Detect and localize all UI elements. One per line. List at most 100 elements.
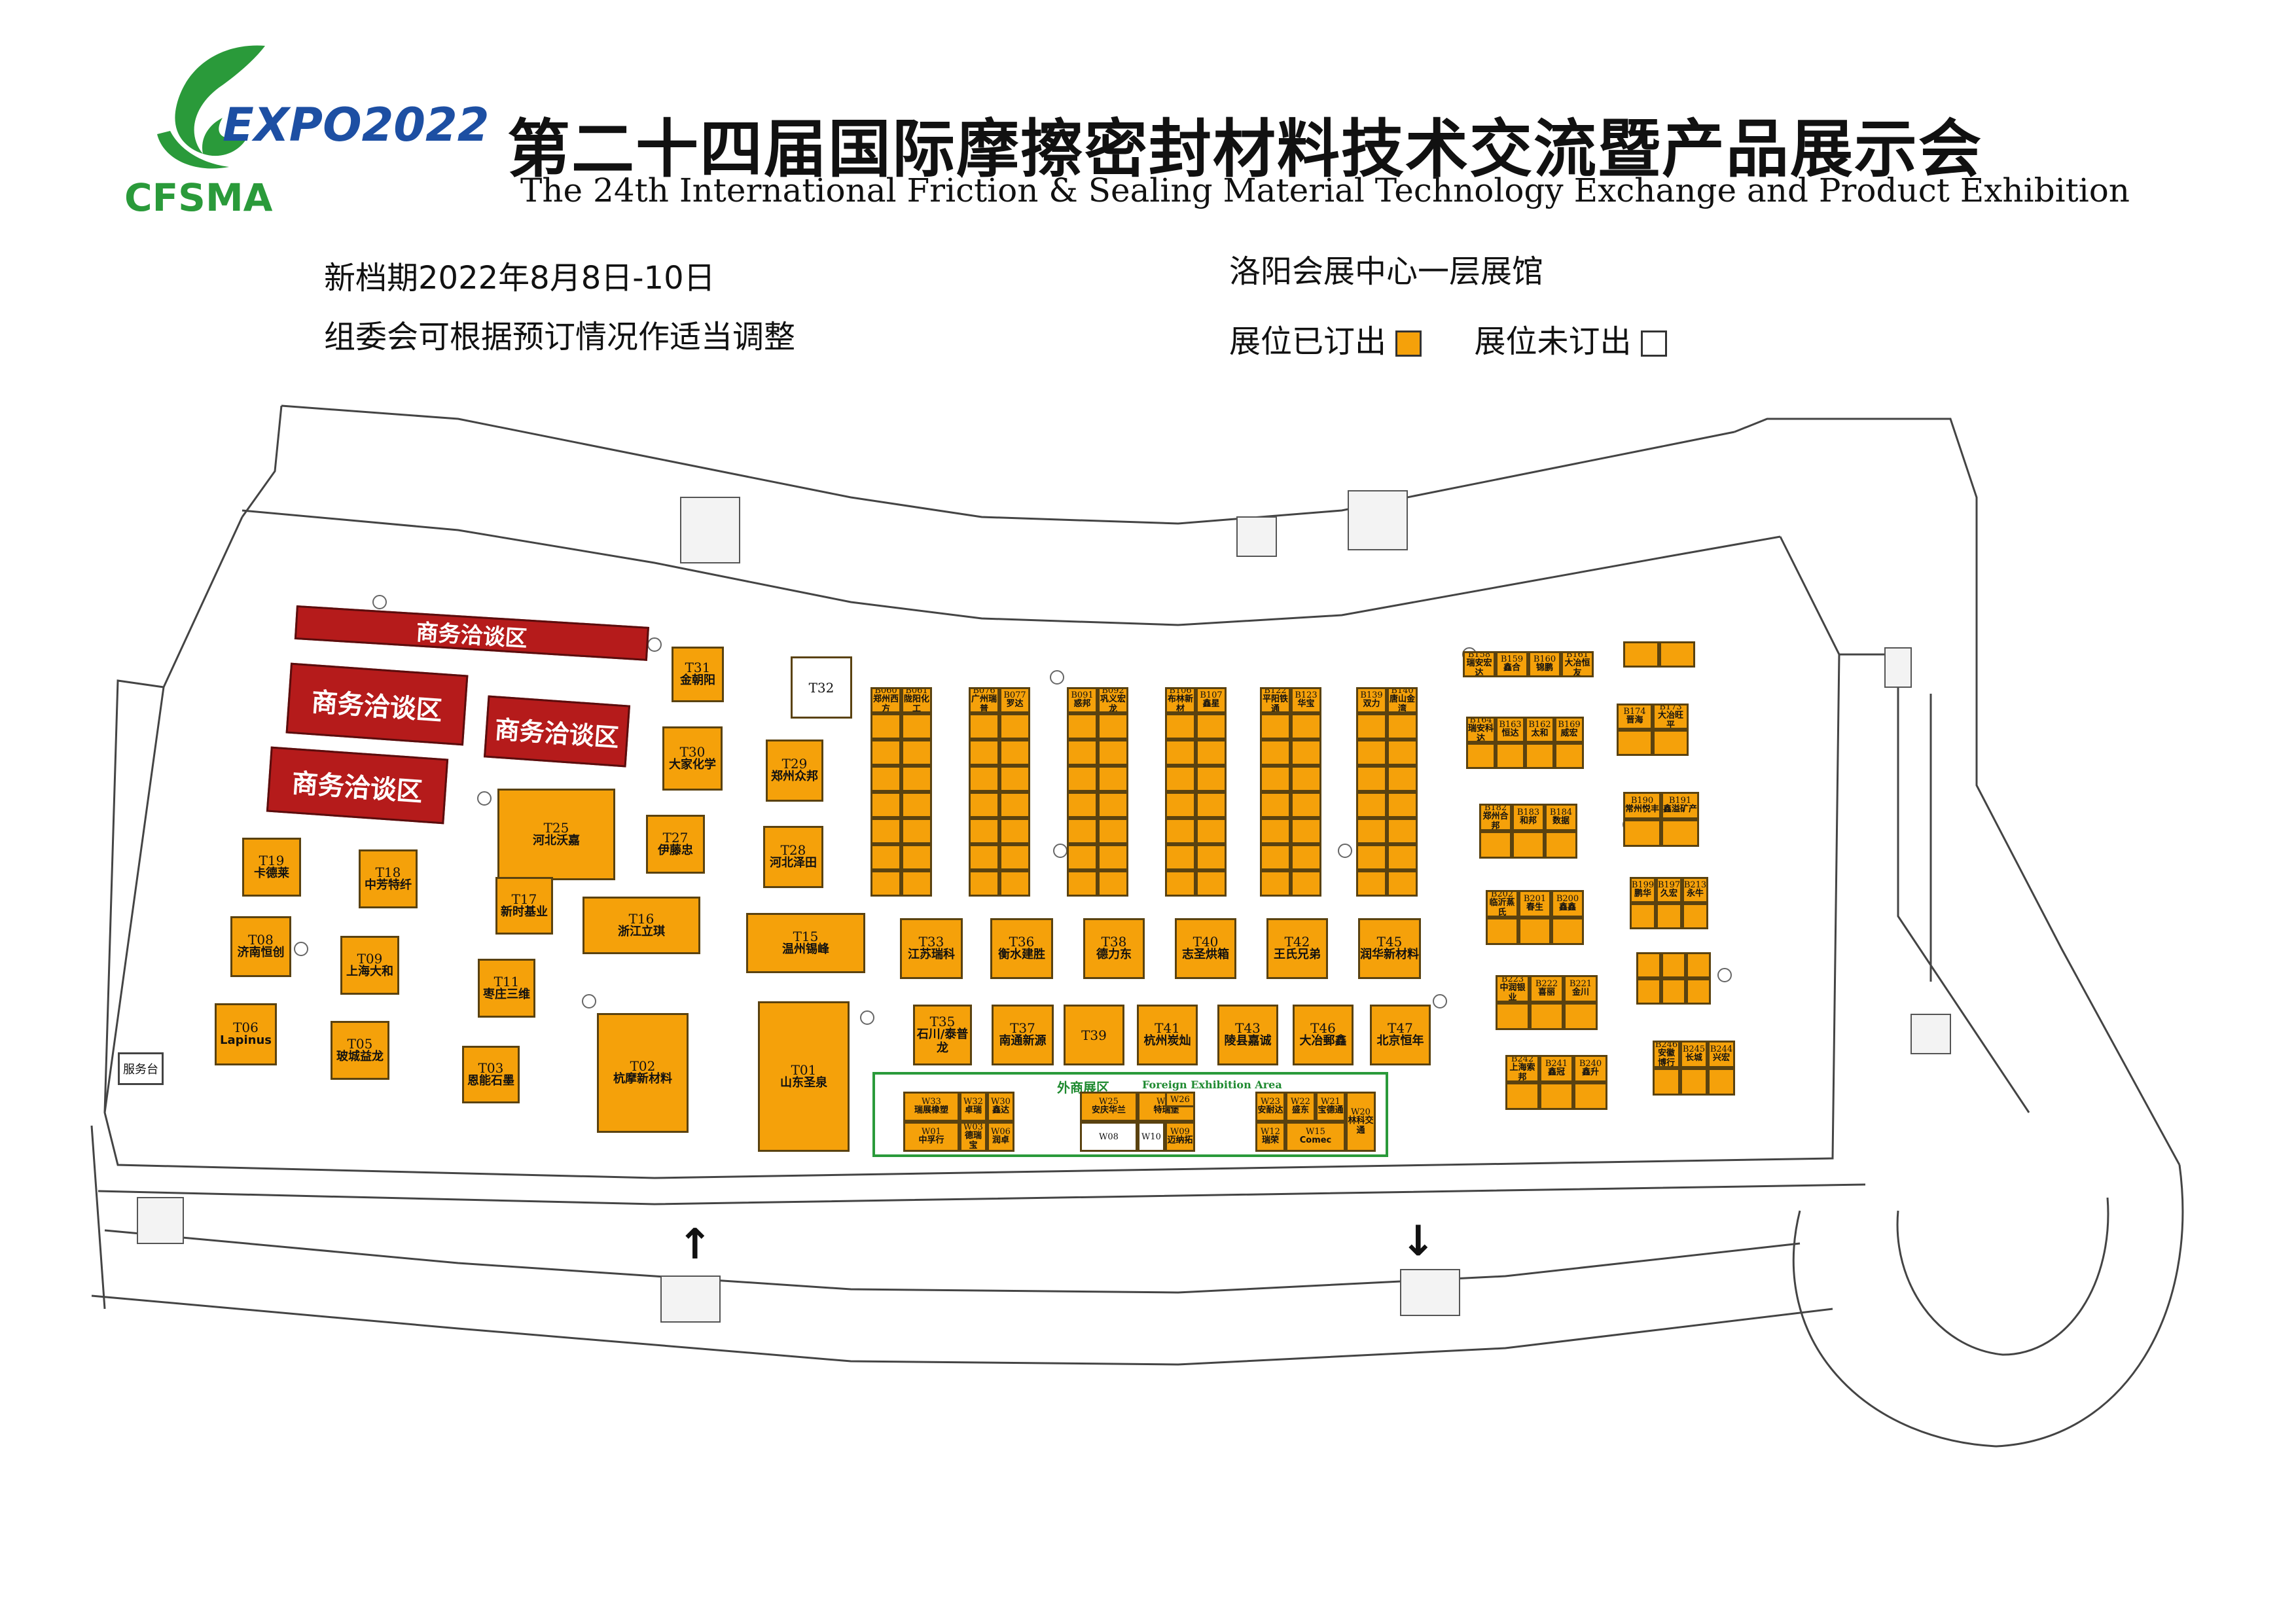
booth-b-column-cell[interactable]: [1356, 713, 1387, 740]
booth-right-cluster-cell[interactable]: [1653, 730, 1689, 756]
booth-b-column-cell[interactable]: [969, 870, 999, 897]
booth-b-column-cell[interactable]: [1165, 792, 1196, 818]
booth-b-column-cell[interactable]: [999, 818, 1030, 844]
booth-b-column-cell[interactable]: [1260, 870, 1291, 897]
booth-right-cluster-cell[interactable]: [1661, 952, 1686, 978]
booth-right-cluster-cell[interactable]: [1496, 1003, 1530, 1030]
booth-b-column-cell[interactable]: [1291, 844, 1321, 870]
booth-b-column-cell[interactable]: [1387, 870, 1418, 897]
booth-b-column-cell[interactable]: [870, 740, 901, 766]
booth-right-cluster-cell[interactable]: [1554, 743, 1584, 769]
booth-b-column-cell[interactable]: [969, 792, 999, 818]
booth-right-cluster-cell[interactable]: [1636, 952, 1661, 978]
booth-b-column-cell[interactable]: [1387, 766, 1418, 792]
booth-b-column-cell[interactable]: [999, 713, 1030, 740]
booth-b-column-cell[interactable]: [1098, 740, 1128, 766]
booth-right-cluster-cell[interactable]: [1659, 641, 1695, 668]
booth-b-column-cell[interactable]: [1098, 792, 1128, 818]
booth-b-column-cell[interactable]: [1356, 844, 1387, 870]
booth-b-column-cell[interactable]: [999, 792, 1030, 818]
booth-b-column-cell[interactable]: [1067, 844, 1098, 870]
booth-b-column-cell[interactable]: [1098, 713, 1128, 740]
booth-right-cluster-cell[interactable]: [1680, 1068, 1708, 1096]
booth-b-column-cell[interactable]: [1291, 792, 1321, 818]
booth-b-column-cell[interactable]: [1356, 870, 1387, 897]
booth-b-column-cell[interactable]: [1291, 766, 1321, 792]
booth-b-column-cell[interactable]: [969, 740, 999, 766]
booth-right-cluster-cell[interactable]: [1656, 903, 1682, 929]
booth-b-column-cell[interactable]: [969, 844, 999, 870]
booth-b-column-cell[interactable]: [1196, 740, 1227, 766]
booth-right-cluster-cell[interactable]: [1682, 903, 1708, 929]
booth-b-column-cell[interactable]: [1356, 740, 1387, 766]
booth-b-column-cell[interactable]: [1165, 766, 1196, 792]
booth-b-column-cell[interactable]: [1165, 713, 1196, 740]
booth-b-column-cell[interactable]: [1196, 844, 1227, 870]
booth-right-cluster-cell[interactable]: [1512, 831, 1545, 859]
booth-right-cluster-cell[interactable]: [1630, 903, 1656, 929]
booth-b-column-cell[interactable]: [1260, 740, 1291, 766]
booth-right-cluster-cell[interactable]: [1551, 918, 1584, 945]
booth-right-cluster-cell[interactable]: [1496, 743, 1525, 769]
booth-right-cluster-cell[interactable]: [1525, 743, 1554, 769]
booth-b-column-cell[interactable]: [901, 713, 932, 740]
booth-b-column-cell[interactable]: [999, 766, 1030, 792]
booth-right-cluster-cell[interactable]: [1686, 952, 1711, 978]
negotiation-zone-2[interactable]: 商务洽谈区: [483, 695, 631, 768]
booth-b-column-cell[interactable]: [1387, 713, 1418, 740]
booth-b-column-cell[interactable]: [1196, 766, 1227, 792]
booth-b-column-cell[interactable]: [1291, 818, 1321, 844]
booth-b-column-cell[interactable]: [1196, 792, 1227, 818]
booth-b-column-cell[interactable]: [999, 740, 1030, 766]
booth-b-column-cell[interactable]: [1291, 713, 1321, 740]
booth-b-column-cell[interactable]: [1067, 766, 1098, 792]
booth-W26[interactable]: W26: [1165, 1092, 1195, 1107]
booth-b-column-cell[interactable]: [1196, 870, 1227, 897]
booth-b-column-cell[interactable]: [1067, 740, 1098, 766]
